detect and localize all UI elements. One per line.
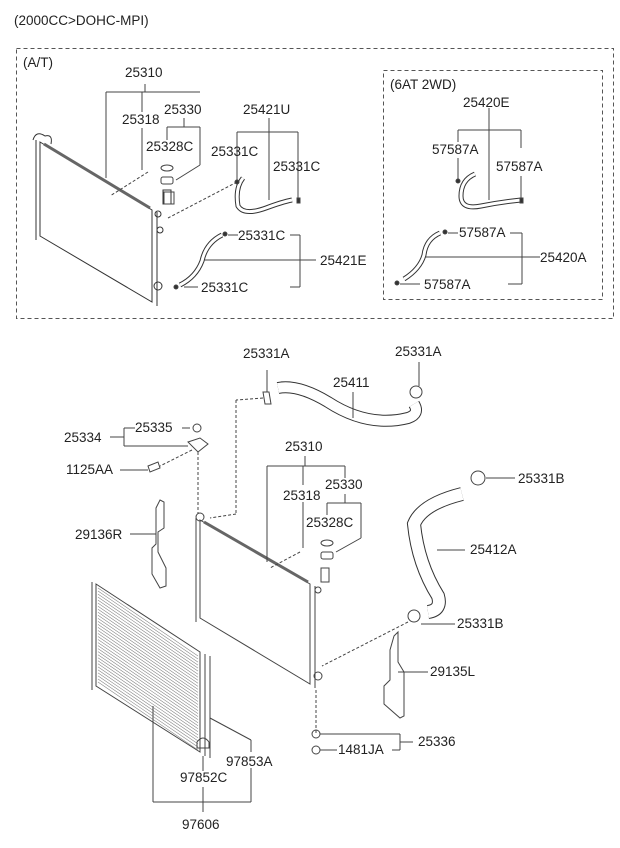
condenser-fin-line (97, 660, 199, 730)
part-25328c-main[interactable]: 25328C (306, 515, 354, 530)
part-25318-main[interactable]: 25318 (283, 488, 321, 503)
part-25420a[interactable]: 25420A (540, 250, 587, 265)
condenser-fin-line (97, 657, 199, 726)
part-1125aa[interactable]: 1125AA (66, 462, 114, 477)
condenser-fin-line (97, 602, 199, 672)
condenser-fin-line (97, 630, 199, 699)
part-97606[interactable]: 97606 (182, 817, 220, 832)
part-25328c-at[interactable]: 25328C (146, 139, 194, 154)
part-25310-at[interactable]: 25310 (125, 65, 163, 80)
condenser-fin-line (97, 675, 199, 745)
part-57587a-4[interactable]: 57587A (424, 277, 471, 292)
main-callout-lines (91, 362, 515, 812)
condenser-fin-line (97, 672, 199, 742)
part-25330-at[interactable]: 25330 (164, 102, 202, 117)
condenser-fin-line (97, 621, 199, 690)
part-25310-main[interactable]: 25310 (285, 439, 323, 454)
part-25412a[interactable]: 25412A (470, 542, 517, 557)
part-57587a-1[interactable]: 57587A (432, 142, 479, 157)
part-25331c-at-4[interactable]: 25331C (201, 280, 249, 295)
part-25336[interactable]: 25336 (418, 734, 456, 749)
part-29136r[interactable]: 29136R (75, 527, 123, 542)
condenser-fin-line (97, 642, 199, 711)
condenser-fin-line (97, 669, 199, 739)
condenser-fin-line (97, 612, 199, 681)
part-25334[interactable]: 25334 (64, 430, 102, 445)
part-25331a-right[interactable]: 25331A (395, 344, 442, 359)
condenser-fin-line (97, 599, 199, 669)
condenser-fin-line (97, 654, 199, 723)
six-at-callout-lines (394, 108, 540, 286)
condenser-fin-line (97, 633, 199, 702)
at-section-box (16, 48, 614, 319)
condenser-fin-line (97, 624, 199, 693)
part-25421e-at[interactable]: 25421E (320, 253, 367, 268)
condenser-fin-line (97, 618, 199, 687)
part-25335[interactable]: 25335 (135, 420, 173, 435)
at-section-label: (A/T) (23, 55, 53, 70)
condenser-fin-line (97, 596, 199, 666)
condenser-fin-line (97, 636, 199, 705)
condenser-fin-line (97, 639, 199, 708)
condenser-fins (97, 587, 199, 751)
part-57587a-2[interactable]: 57587A (496, 159, 543, 174)
condenser-fin-line (97, 663, 199, 733)
part-97852c[interactable]: 97852C (180, 770, 228, 785)
part-25331c-at-2[interactable]: 25331C (273, 159, 321, 174)
part-25331b-top[interactable]: 25331B (518, 471, 565, 486)
condenser-fin-line (97, 608, 199, 678)
part-29135l[interactable]: 29135L (430, 664, 476, 679)
page-title: (2000CC>DOHC-MPI) (14, 13, 149, 28)
part-25331a-left[interactable]: 25331A (243, 346, 290, 361)
condenser-fin-line (97, 645, 199, 714)
part-25411[interactable]: 25411 (333, 375, 370, 390)
part-25421u-at[interactable]: 25421U (243, 102, 291, 117)
part-25331c-at-1[interactable]: 25331C (211, 144, 259, 159)
part-97853a[interactable]: 97853A (226, 754, 273, 769)
condenser-fin-line (97, 678, 199, 748)
part-25318-at[interactable]: 25318 (122, 112, 160, 127)
condenser-fin-line (97, 605, 199, 675)
part-1481ja[interactable]: 1481JA (338, 742, 384, 757)
condenser-fin-line (97, 666, 199, 736)
part-25330-main[interactable]: 25330 (325, 477, 363, 492)
at-callout-lines (105, 84, 316, 290)
condenser-fin-line (97, 681, 199, 751)
part-25420e[interactable]: 25420E (463, 95, 510, 110)
six-at-section-label: (6AT 2WD) (390, 77, 457, 92)
condenser-fin-line (97, 587, 199, 657)
part-25331b-bottom[interactable]: 25331B (457, 616, 504, 631)
condenser-fin-line (97, 593, 199, 663)
part-25331c-at-3[interactable]: 25331C (238, 228, 286, 243)
part-57587a-3[interactable]: 57587A (459, 225, 506, 240)
condenser-fin-line (97, 651, 199, 720)
condenser-fin-line (97, 648, 199, 717)
condenser-fin-line (97, 627, 199, 696)
condenser-fin-line (97, 590, 199, 660)
at-radiator-icon (32, 133, 172, 306)
condenser-fin-line (97, 615, 199, 684)
